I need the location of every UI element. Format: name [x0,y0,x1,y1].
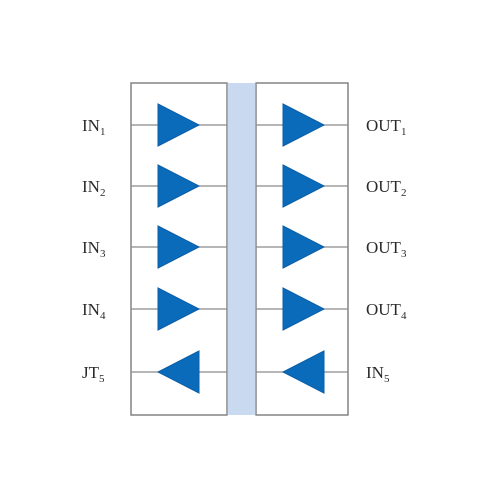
right-label-5: IN5 [366,363,390,385]
left-label-5: JT5 [82,363,105,385]
left-buffer-5-icon [156,350,200,394]
isolation-barrier [227,83,256,415]
left-buffer-2-icon [157,164,201,208]
left-label-1-base: IN [82,116,100,135]
right-label-4-subscript: 4 [401,310,407,322]
left-label-5-base: JT [82,363,100,382]
right-buffer-2-icon [282,164,326,208]
right-label-4-base: OUT [366,300,402,319]
left-buffer-4-icon [157,287,201,331]
left-buffer-1-icon [157,103,201,147]
right-label-1-base: OUT [366,116,402,135]
right-label-3-subscript: 3 [401,248,407,260]
right-label-1-subscript: 1 [401,126,407,138]
left-buffer-3-icon [157,225,201,269]
right-label-3-base: OUT [366,238,402,257]
left-label-1-subscript: 1 [100,126,106,138]
right-label-5-base: IN [366,363,384,382]
right-buffer-3-icon [282,225,326,269]
right-buffer-4-icon [282,287,326,331]
right-label-5-subscript: 5 [384,373,390,385]
right-label-3: OUT3 [366,238,407,260]
right-buffer-5-icon [281,350,325,394]
left-label-2: IN2 [82,177,105,199]
right-label-2-base: OUT [366,177,402,196]
left-label-3: IN3 [82,238,106,260]
right-label-1: OUT1 [366,116,406,138]
left-label-4-base: IN [82,300,100,319]
left-label-2-base: IN [82,177,100,196]
right-label-2-subscript: 2 [401,187,407,199]
left-label-1: IN1 [82,116,105,138]
right-buffer-1-icon [282,103,326,147]
left-label-4-subscript: 4 [100,310,106,322]
left-label-4: IN4 [82,300,106,322]
left-label-2-subscript: 2 [100,187,106,199]
left-label-5-subscript: 5 [99,373,105,385]
right-label-2: OUT2 [366,177,406,199]
left-label-3-base: IN [82,238,100,257]
left-label-3-subscript: 3 [100,248,106,260]
right-label-4: OUT4 [366,300,407,322]
